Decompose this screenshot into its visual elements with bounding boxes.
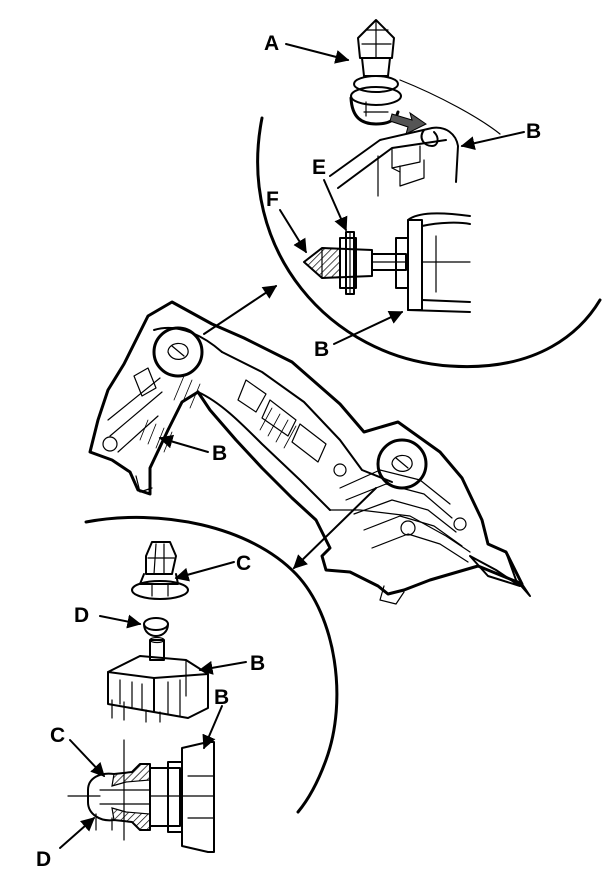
clip-location-circle-lower: [376, 438, 428, 490]
insert-arrow: [389, 111, 427, 135]
detail-pointer-lower: [292, 487, 377, 569]
callout-a: A: [264, 32, 279, 55]
callout-b-lower-section: B: [214, 686, 229, 709]
callout-b-lower-tower: B: [250, 652, 265, 675]
leader-c-upper: [174, 561, 235, 582]
upper-detail-circle-outline: [256, 116, 602, 369]
callout-f: F: [266, 188, 279, 211]
leader-a: [285, 43, 350, 64]
callout-c-upper: C: [236, 552, 251, 575]
leader-b-lower-section: [202, 705, 223, 750]
leader-e: [323, 179, 348, 232]
trim-panel-b: [88, 300, 531, 605]
leader-d-upper: [99, 614, 142, 629]
leader-f: [279, 209, 307, 254]
callout-b-panel: B: [212, 442, 227, 465]
callout-b-upper-right: B: [526, 120, 541, 143]
leader-d-lower: [59, 817, 96, 849]
clip-a-drawing: [349, 19, 402, 126]
clip-cross-section-upper: [302, 212, 471, 313]
clip-location-circle-upper: [152, 326, 204, 378]
pin-d-drawing: [143, 617, 169, 661]
callout-b-upper-lower: B: [314, 338, 329, 361]
callout-d-lower: D: [36, 848, 51, 871]
leader-b-panel: [158, 434, 209, 453]
leader-c-lower: [69, 739, 105, 778]
callout-c-lower: C: [50, 724, 65, 747]
panel-b-mounting-slot: [329, 79, 501, 197]
upper-detail-view: [256, 19, 602, 369]
detail-pointer-upper: [203, 285, 278, 335]
leader-b-upper-right: [460, 131, 525, 151]
callout-labels: A B E F B B C D B B C D: [36, 32, 541, 871]
lower-detail-circle-outline: [84, 515, 339, 814]
panel-b-clip-tower: [107, 655, 209, 723]
clip-c-drawing: [131, 541, 189, 600]
callout-e: E: [312, 156, 326, 179]
clip-cross-section-lower: [67, 739, 215, 853]
leader-b-upper-lower: [333, 311, 404, 345]
leader-b-lower-tower: [198, 660, 247, 675]
callout-d-upper: D: [74, 604, 89, 627]
lower-detail-view: [59, 515, 339, 853]
